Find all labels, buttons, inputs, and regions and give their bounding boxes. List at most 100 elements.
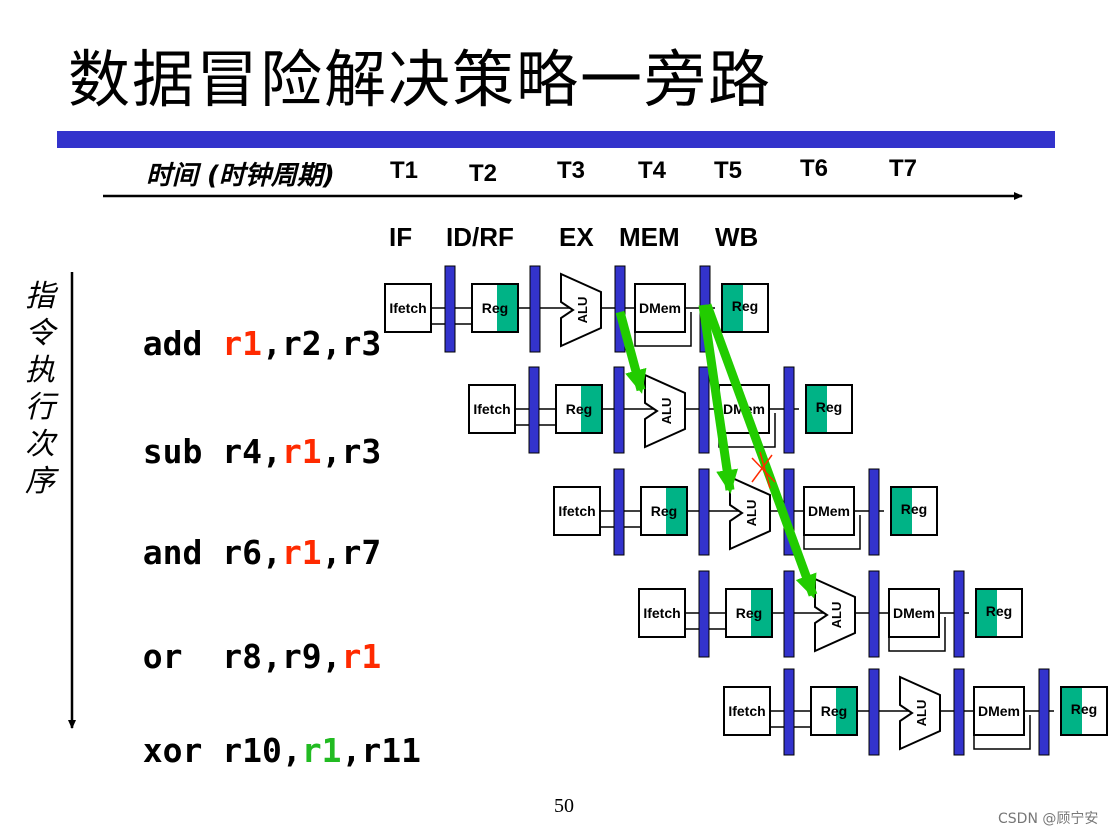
stage-id-rf: ID/RF <box>446 222 514 252</box>
reg-label: Reg <box>732 298 758 314</box>
operand: r7 <box>341 533 382 572</box>
operand: r3 <box>341 324 382 363</box>
operand-r1: r1 <box>341 637 382 676</box>
reg-fill <box>892 488 912 534</box>
reg-fill <box>836 688 856 734</box>
ifetch-box <box>468 384 516 434</box>
forward-arrow-2 <box>698 304 738 494</box>
operand-r1: r1 <box>301 731 342 770</box>
order-char: 指 <box>25 279 55 314</box>
tick-t4: T4 <box>638 157 667 184</box>
alu-label: ALU <box>575 297 590 324</box>
reg-label: Reg <box>986 603 1012 619</box>
stage-wb: WB <box>715 222 759 252</box>
tick-t5: T5 <box>714 157 743 184</box>
tick-t2: T2 <box>469 160 498 187</box>
alu-label: ALU <box>829 602 844 629</box>
order-char: 次 <box>25 427 55 462</box>
operand-r1: r1 <box>222 324 262 363</box>
pipeline-register <box>868 570 880 658</box>
pipeline-register <box>614 265 626 353</box>
reg-label: Reg <box>736 605 762 621</box>
operand: r11 <box>361 731 421 770</box>
pipelines: IfetchRegALUDMemRegIfetchRegALUDMemRegIf… <box>384 265 1108 756</box>
pipeline-register <box>868 468 880 556</box>
alu-shape <box>899 675 941 751</box>
pipe-line <box>888 617 946 652</box>
forward-arrow-1 <box>615 310 647 394</box>
operand-r1: r1 <box>281 432 322 471</box>
alu-label: ALU <box>744 500 759 527</box>
reg-label: Reg <box>901 501 927 517</box>
stage-mem: MEM <box>619 222 680 252</box>
operand: r8 <box>222 637 262 676</box>
pipeline-register <box>528 366 540 454</box>
reg-label: Reg <box>651 503 677 519</box>
ifetch-label: Ifetch <box>558 503 595 519</box>
pipeline-register <box>698 570 710 658</box>
reg-fill <box>751 590 771 636</box>
pipeline-row-3: Ifetch Reg ALU DMem Reg <box>553 468 938 556</box>
instruction-order-label: 指 令 执 行 次 序 <box>20 278 60 500</box>
operand: r3 <box>341 432 382 471</box>
pipe-line <box>973 715 1031 750</box>
dmem-box <box>803 486 855 536</box>
dmem-label: DMem <box>978 703 1020 719</box>
pipeline-register <box>953 668 965 756</box>
ifetch-box <box>384 283 432 333</box>
opcode: add <box>142 324 203 363</box>
pipe-line <box>803 515 861 550</box>
tick-t3: T3 <box>557 157 586 184</box>
pipeline-register <box>613 468 625 556</box>
ifetch-label: Ifetch <box>389 300 426 316</box>
reg-fill <box>723 285 743 331</box>
instruction-xor: xor r10,r1,r11 <box>142 731 421 770</box>
ifetch-box <box>553 486 601 536</box>
tick-t7: T7 <box>889 155 918 182</box>
ifetch-label: Ifetch <box>728 703 765 719</box>
pipe-line <box>634 312 692 347</box>
operand: r6 <box>222 533 262 572</box>
alu-shape <box>814 577 856 653</box>
ifetch-box <box>723 686 771 736</box>
opcode: or <box>142 637 203 676</box>
order-char: 行 <box>25 390 55 425</box>
stage-ex: EX <box>559 222 594 252</box>
operand: r10 <box>222 731 282 770</box>
instruction-or: or r8,r9,r1 <box>142 637 382 676</box>
ifetch-label: Ifetch <box>473 401 510 417</box>
reg-fill <box>497 285 517 331</box>
pipeline-register <box>444 265 456 353</box>
tick-t1: T1 <box>390 157 419 184</box>
pipeline-register <box>868 668 880 756</box>
opcode: xor <box>142 731 203 770</box>
reg-fill <box>807 386 827 432</box>
order-char: 序 <box>25 464 55 499</box>
dmem-box <box>634 283 686 333</box>
reg-fill <box>977 590 997 636</box>
forward-arrow-3 <box>702 303 818 599</box>
pipeline-register <box>698 366 710 454</box>
watermark: CSDN @顾宁安 <box>998 811 1099 827</box>
pipeline-register <box>783 668 795 756</box>
time-axis-label: 时间 (时钟周期) <box>146 161 335 191</box>
pipeline-register <box>529 265 541 353</box>
pipeline-register <box>953 570 965 658</box>
reg-label: Reg <box>816 399 842 415</box>
order-char: 令 <box>25 316 55 351</box>
instruction-and: and r6,r1,r7 <box>142 533 382 572</box>
operand: r2 <box>281 324 322 363</box>
dmem-box <box>973 686 1025 736</box>
reg-fill <box>666 488 686 534</box>
pipeline-register <box>698 468 710 556</box>
ifetch-box <box>638 588 686 638</box>
reg-fill <box>581 386 601 432</box>
dmem-label: DMem <box>808 503 850 519</box>
dmem-label: DMem <box>639 300 681 316</box>
dmem-label: DMem <box>893 605 935 621</box>
operand: r4 <box>222 432 262 471</box>
